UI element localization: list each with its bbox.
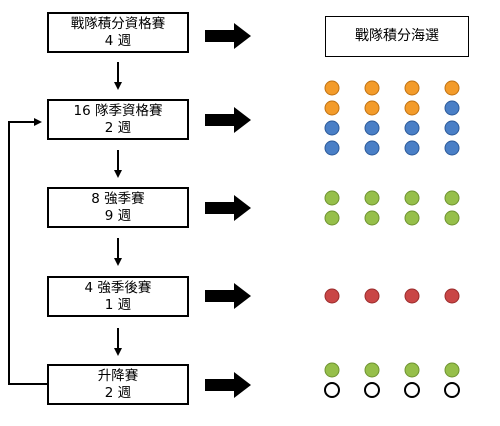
stage-4-duration: 1 週 (104, 297, 132, 313)
team-dot-green (404, 190, 420, 206)
stage-3-name: 8 強季賽 (91, 191, 145, 207)
team-dot-blue (444, 140, 460, 156)
team-dot-orange (364, 80, 380, 96)
team-dot-empty (404, 382, 420, 398)
team-dot-orange (324, 100, 340, 116)
stage-box-2: 16 隊季資格賽 2 週 (47, 99, 189, 140)
team-dot-blue (444, 100, 460, 116)
team-dot-red (324, 288, 340, 304)
team-dot-green (324, 362, 340, 378)
team-dot-green (444, 362, 460, 378)
team-dot-green (364, 210, 380, 226)
team-dot-orange (404, 80, 420, 96)
stage-2-duration: 2 週 (104, 120, 132, 136)
team-dot-green (324, 210, 340, 226)
stage-box-3: 8 強季賽 9 週 (47, 187, 189, 228)
stage-1-duration: 4 週 (104, 33, 132, 49)
team-dot-empty (324, 382, 340, 398)
team-dot-green (404, 362, 420, 378)
team-dot-green (364, 362, 380, 378)
right-arrow-3 (205, 195, 251, 221)
right-arrow-2 (205, 107, 251, 133)
team-dot-red (404, 288, 420, 304)
team-dot-blue (404, 120, 420, 136)
team-dot-red (364, 288, 380, 304)
team-dot-blue (444, 120, 460, 136)
stage-4-name: 4 強季後賽 (84, 280, 152, 296)
team-dot-green (444, 190, 460, 206)
team-dot-green (404, 210, 420, 226)
team-dot-green (324, 190, 340, 206)
team-dot-blue (324, 140, 340, 156)
team-dot-blue (324, 120, 340, 136)
team-dot-orange (364, 100, 380, 116)
team-dot-blue (404, 140, 420, 156)
right-arrow-5 (205, 372, 251, 398)
stage-box-1: 戰隊積分資格賽 4 週 (47, 12, 189, 53)
team-dot-empty (364, 382, 380, 398)
team-dot-empty (444, 382, 460, 398)
team-dot-blue (364, 120, 380, 136)
right-arrow-1 (205, 23, 251, 49)
loop-back-arrow (8, 118, 47, 385)
team-dot-orange (324, 80, 340, 96)
right-arrow-4 (205, 283, 251, 309)
stage-1-name: 戰隊積分資格賽 (70, 16, 166, 32)
team-dot-orange (404, 100, 420, 116)
stage-5-name: 升降賽 (97, 368, 139, 384)
stage-box-4: 4 強季後賽 1 週 (47, 276, 189, 317)
stage-5-duration: 2 週 (104, 385, 132, 401)
team-dot-green (364, 190, 380, 206)
team-dots-grid (324, 80, 460, 398)
team-dot-orange (444, 80, 460, 96)
team-dot-green (444, 210, 460, 226)
stage-2-name: 16 隊季資格賽 (73, 103, 163, 119)
stage-3-duration: 9 週 (104, 208, 132, 224)
header-box: 戰隊積分海選 (325, 16, 469, 57)
stage-box-5: 升降賽 2 週 (47, 364, 189, 405)
team-dot-blue (364, 140, 380, 156)
team-dot-red (444, 288, 460, 304)
